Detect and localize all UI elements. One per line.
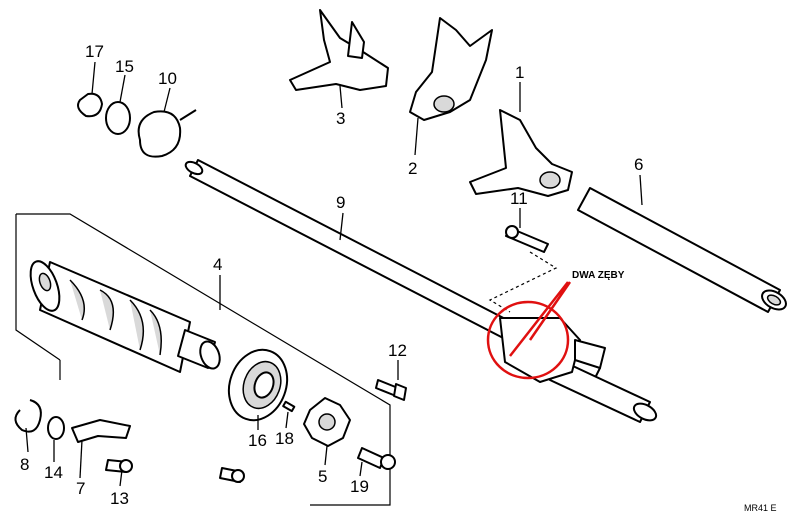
shift-fork-2 [409, 17, 493, 121]
part-label-8: 8 [20, 455, 29, 474]
stopper-arm [71, 419, 131, 443]
part-label-6: 6 [634, 155, 643, 174]
part-label-4: 4 [213, 255, 222, 274]
shift-fork-3 [289, 9, 389, 91]
diagram-code: MR41 E [744, 503, 777, 513]
clip-17 [77, 92, 103, 118]
bolt-bottom [219, 467, 245, 483]
washer-15 [105, 101, 131, 135]
leader-lines [25, 61, 643, 487]
part-label-1: 1 [515, 63, 524, 82]
part-label-14: 14 [44, 463, 63, 482]
part-label-9: 9 [336, 193, 345, 212]
shift-drum [29, 260, 221, 373]
drum-center [303, 397, 351, 447]
part-label-3: 3 [336, 109, 345, 128]
part-label-7: 7 [76, 479, 85, 498]
part-label-2: 2 [408, 159, 417, 178]
part-label-12: 12 [388, 341, 407, 360]
annotation-text: DWA ZĘBY [572, 270, 625, 281]
shaft-6 [577, 187, 787, 313]
part-label-10: 10 [158, 69, 177, 88]
part-label-18: 18 [275, 429, 294, 448]
bolt-19 [357, 447, 396, 470]
pin-18 [282, 400, 296, 413]
part-label-19: 19 [350, 477, 369, 496]
part-label-17: 17 [85, 42, 104, 61]
part-label-11: 11 [510, 189, 528, 208]
bolt-12 [375, 379, 407, 401]
dashed-leader [488, 251, 558, 313]
bolt-11 [505, 225, 549, 253]
part-label-16: 16 [248, 431, 267, 450]
bearing [227, 348, 289, 422]
part-label-15: 15 [115, 57, 134, 76]
shift-fork-1 [469, 109, 573, 197]
washer-14 [47, 416, 65, 440]
spring-10 [137, 109, 197, 158]
annotation-pointer [509, 281, 572, 357]
annotation-circle [486, 300, 570, 380]
part-label-5: 5 [318, 467, 327, 486]
spring-8 [14, 399, 42, 433]
gearshift-spindle [499, 317, 658, 423]
assembly-outline-lower [59, 360, 330, 506]
bolt-13 [105, 459, 133, 473]
assembly-outline [15, 213, 391, 506]
part-label-13: 13 [110, 489, 129, 508]
